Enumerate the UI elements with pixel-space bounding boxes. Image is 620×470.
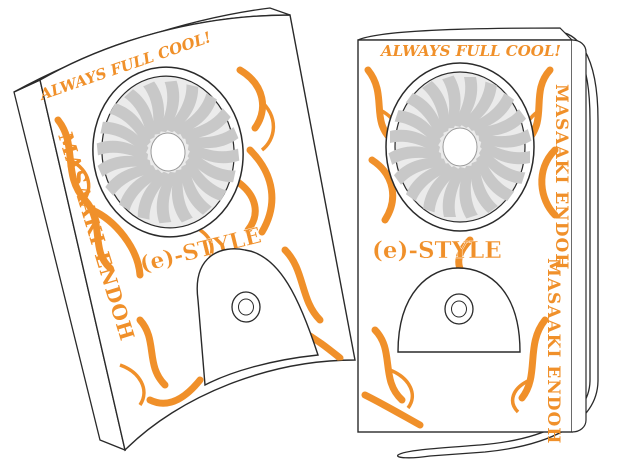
fan-blade	[178, 108, 231, 139]
fan-blade	[466, 92, 515, 131]
fan-blade	[388, 146, 442, 165]
fan-blade	[119, 169, 164, 211]
fan-blade	[459, 81, 497, 128]
fan-blade	[185, 156, 227, 201]
right-brand-text: (e)-STYLE	[372, 237, 502, 264]
fan-blade	[394, 110, 441, 148]
right-slogan-text: ALWAYS FULL COOL!	[379, 42, 561, 60]
right-vertical-name-upper: MASAAKI ENDOH	[551, 84, 571, 270]
left-lower-housing	[196, 248, 319, 387]
right-lanyard	[397, 30, 599, 459]
fan-blade	[452, 77, 478, 127]
fan-blade	[172, 93, 217, 135]
fan-blade	[442, 75, 461, 129]
fan-blade	[479, 146, 526, 184]
fan-blade	[423, 166, 461, 213]
right-vertical-name-lower: MASAAKI ENDOH	[543, 258, 563, 444]
fan-blade	[124, 89, 155, 142]
fan-blade	[143, 81, 165, 136]
fan-blade	[105, 165, 158, 196]
fan-blade	[480, 139, 530, 165]
right-fan-blades	[388, 75, 532, 219]
fan-blade	[109, 103, 151, 148]
left-fan-device: ALWAYS FULL COOL! MASAAKI ENDOH (e)-STYL…	[13, 7, 356, 452]
fan-blade	[97, 155, 152, 177]
fan-blade	[393, 158, 447, 185]
fan-blade	[459, 165, 478, 219]
fan-blade	[422, 80, 449, 134]
left-fan-blades	[96, 80, 240, 224]
fan-blade	[100, 121, 149, 156]
fan-blade	[181, 162, 212, 215]
fan-blade	[171, 168, 193, 223]
fan-blade	[405, 92, 444, 141]
fan-blade	[187, 148, 236, 183]
fan-blade	[164, 84, 199, 133]
right-fan-grille	[385, 62, 535, 232]
fan-blade	[405, 163, 454, 202]
fan-blade	[137, 171, 172, 220]
right-top-edge	[357, 27, 574, 41]
fan-blade	[473, 109, 527, 136]
fan-blade	[184, 127, 239, 149]
fan-blade	[442, 167, 468, 217]
fan-blade	[390, 129, 440, 155]
fan-blade	[471, 160, 498, 214]
right-fan-device: ALWAYS FULL COOL! MASAAKI ENDOH MASAAKI …	[357, 27, 599, 459]
left-fan-grille	[92, 66, 244, 238]
fan-blade	[476, 153, 515, 202]
fan-blade	[478, 129, 532, 148]
